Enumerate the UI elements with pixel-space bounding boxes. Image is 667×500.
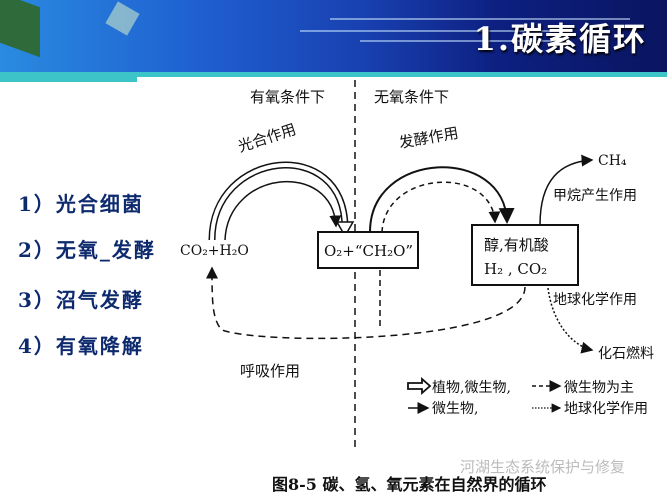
figure-caption: 图8-5 碳、氢、氧元素在自然界的循环 — [272, 475, 546, 494]
ch4-label: CH₄ — [598, 153, 627, 169]
list-item: 3）沼气发酵 — [18, 288, 144, 312]
respiration-label: 呼吸作用 — [240, 362, 300, 380]
header-banner: 1.碳素循环 — [0, 0, 667, 74]
divider-stripe-left — [0, 76, 137, 82]
geochem-label: 地球化学作用 — [553, 292, 637, 308]
list-item: 1）光合细菌 — [18, 192, 144, 216]
methane-arrow — [539, 154, 594, 226]
fossil-label: 化石燃料 — [598, 345, 654, 362]
photosynthesis-inner-arrow — [224, 180, 342, 241]
organic-matter-box — [317, 231, 419, 269]
list-item: 4）有氧降解 — [18, 334, 144, 358]
legend-dashed-label: 微生物为主 — [564, 380, 634, 396]
box1-label: O₂+“CH₂O” — [324, 242, 413, 260]
divider-stripe — [0, 72, 667, 77]
fermentation-label: 发酵作用 — [398, 124, 460, 152]
anaerobic-label: 无氧条件下 — [374, 88, 449, 106]
aerobic-label: 有氧条件下 — [250, 88, 325, 106]
fermentation-dashed-arrow — [381, 181, 501, 233]
products-box — [471, 224, 579, 286]
methanogenesis-label: 甲烷产生作用 — [553, 188, 637, 204]
legend-hollow-arrow-icon — [407, 377, 432, 395]
respiration-arrow — [206, 266, 526, 340]
watermark: 河湖生态系统保护与修复 — [460, 458, 625, 476]
legend-solid-label: 微生物, — [432, 401, 478, 417]
box2-line2: H₂ , CO₂ — [484, 260, 547, 278]
legend-dotted-label: 地球化学作用 — [564, 401, 648, 417]
fossil-fuel-arrow — [547, 287, 594, 354]
legend-hollow-label: 植物,微生物, — [432, 380, 511, 396]
list-item: 2）无氧_发酵 — [18, 238, 156, 262]
box2-line1: 醇,有机酸 — [484, 236, 549, 254]
photosynthesis-label: 光合作用 — [236, 120, 299, 156]
co2-h2o-label: CO₂+H₂O — [180, 243, 249, 259]
fermentation-solid-arrow — [369, 166, 515, 233]
slide-title: 1.碳素循环 — [473, 20, 647, 58]
